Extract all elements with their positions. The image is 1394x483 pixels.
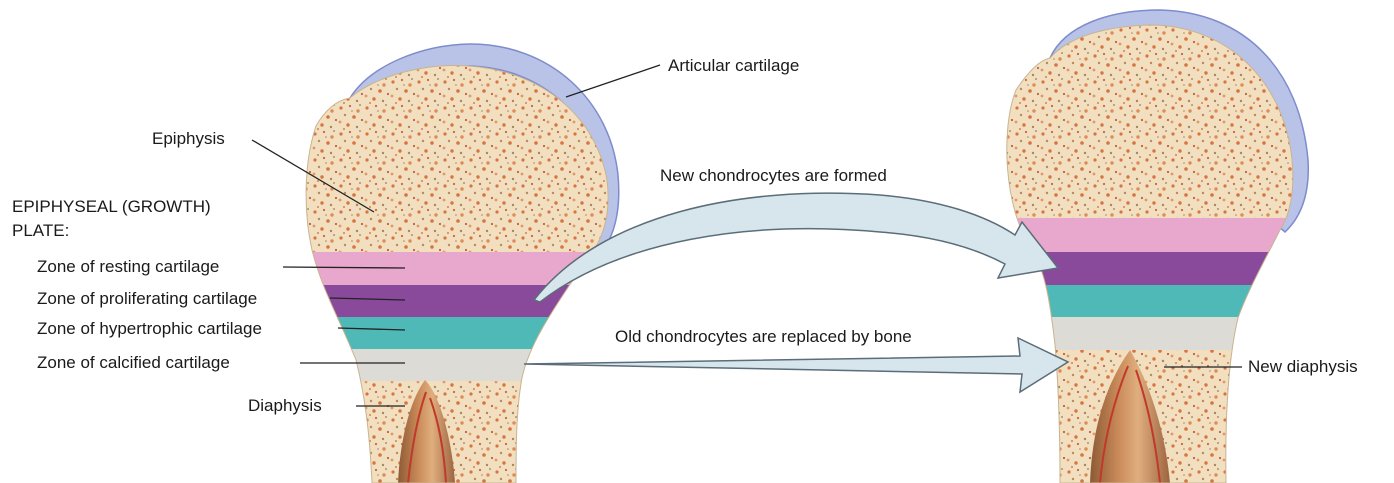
label-growth-plate-line1: EPIPHYSEAL (GROWTH): [12, 197, 211, 216]
label-zone-hypertrophic: Zone of hypertrophic cartilage: [37, 319, 262, 338]
leader-articular-cartilage: [566, 65, 660, 97]
label-zone-proliferating: Zone of proliferating cartilage: [37, 289, 257, 308]
left-zone-proliferating: [290, 285, 630, 317]
left-zone-hypertrophic: [290, 317, 630, 349]
label-articular-cartilage: Articular cartilage: [668, 56, 799, 75]
label-zone-calcified: Zone of calcified cartilage: [37, 353, 230, 372]
label-old-chondrocytes: Old chondrocytes are replaced by bone: [615, 327, 912, 346]
right-zone-hypertrophic: [990, 285, 1320, 317]
label-epiphysis: Epiphysis: [152, 129, 225, 148]
label-growth-plate-line2: PLATE:: [12, 221, 69, 240]
label-zone-resting: Zone of resting cartilage: [37, 257, 219, 276]
label-new-chondrocytes: New chondrocytes are formed: [660, 166, 887, 185]
label-new-diaphysis: New diaphysis: [1248, 357, 1358, 376]
label-diaphysis: Diaphysis: [248, 396, 322, 415]
arrow-old-chondrocytes: [524, 338, 1068, 392]
right-zone-calcified: [990, 317, 1320, 350]
